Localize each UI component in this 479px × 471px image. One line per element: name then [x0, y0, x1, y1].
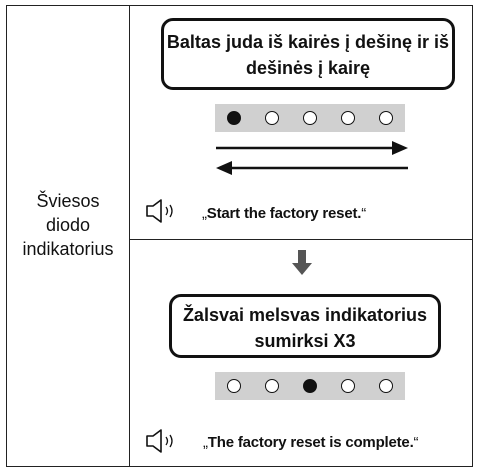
table-frame	[6, 5, 473, 467]
row-divider	[130, 239, 473, 240]
step1-led-5	[379, 111, 393, 125]
column-divider	[129, 5, 130, 467]
step2-led-3	[303, 379, 317, 393]
step1-quote-text: Start the factory reset.	[206, 205, 362, 222]
step1-led-3	[303, 111, 317, 125]
speaker-icon	[146, 429, 173, 453]
label-line-3: indikatorius	[22, 239, 114, 259]
step2-led-4	[341, 379, 355, 393]
step2-led-2	[265, 379, 279, 393]
step2-bubble-line-1: Žalsvai melsvas indikatorius	[182, 305, 428, 325]
step2-led-1	[227, 379, 241, 393]
step2-bubble-line-2: sumirksi X3	[254, 331, 356, 351]
arrow-right-icon	[216, 141, 408, 155]
arrow-left-icon	[216, 161, 408, 175]
step1-voice-prompt: „Start the factory reset.“	[202, 205, 366, 222]
step2-quote-open: „	[203, 434, 208, 451]
step1-bubble: Baltas juda iš kairės į dešinę ir iš deš…	[161, 18, 455, 90]
step2-voice-prompt: „The factory reset is complete.“	[203, 434, 419, 451]
step1-led-2	[265, 111, 279, 125]
direction-arrows	[216, 141, 408, 175]
step1-led-bar	[215, 104, 405, 132]
step1-bubble-line-1: Baltas juda iš kairės į dešinę ir iš	[166, 32, 450, 52]
speaker-icon	[146, 199, 173, 223]
step2-led-bar	[215, 372, 405, 400]
label-line-1: Šviesos	[36, 191, 100, 211]
step1-led-1	[227, 111, 241, 125]
step1-quote-close: “	[361, 205, 367, 222]
label-line-2: diodo	[45, 215, 91, 235]
step1-quote-open: „	[202, 205, 207, 222]
step2-quote-close: “	[413, 434, 419, 451]
step2-led-5	[379, 379, 393, 393]
led-indicator-label: Šviesos diodo indikatorius	[6, 189, 130, 261]
step2-bubble: Žalsvai melsvas indikatorius sumirksi X3	[169, 294, 441, 358]
step1-led-4	[341, 111, 355, 125]
step1-bubble-line-2: dešinės į kairę	[245, 58, 371, 78]
arrow-down-icon	[292, 250, 312, 275]
step2-quote-text: The factory reset is complete.	[207, 434, 414, 451]
